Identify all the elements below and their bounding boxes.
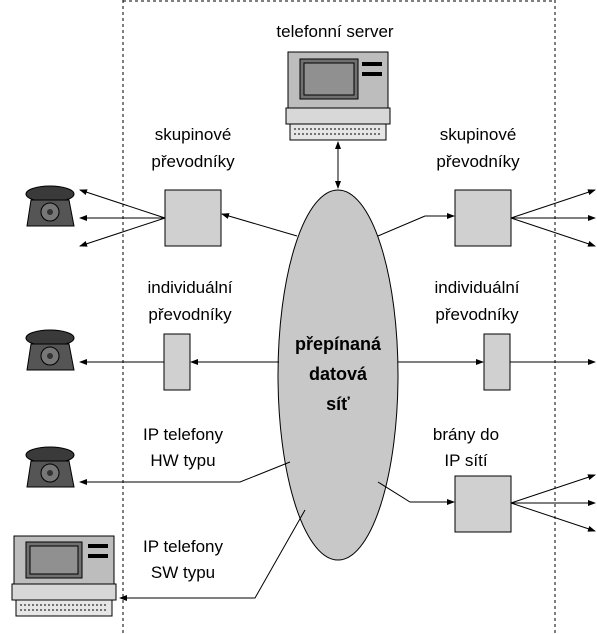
network-label-line1: přepínaná (295, 334, 382, 354)
phone-icon (25, 329, 75, 371)
ip-sw-label-line2: SW typu (151, 563, 215, 582)
indiv-left-label-line1: individuální (147, 278, 232, 297)
network-label-line2: datová (309, 364, 368, 384)
link-net-to-ip-hw (79, 461, 291, 485)
fanout-gateway (510, 474, 596, 532)
link-net-to-ip-sw (119, 509, 306, 601)
individual-converter-left (163, 333, 191, 391)
network-label-line3: síť (326, 394, 350, 414)
computer-icon (11, 535, 117, 617)
fanout-right-group (510, 189, 596, 247)
ip-hw-label-line2: HW typu (150, 451, 215, 470)
group-converter-right (454, 189, 512, 247)
indiv-right-label-line2: převodníky (435, 305, 519, 324)
link-net-to-gateway (377, 481, 455, 505)
link-net-to-group-left (221, 213, 298, 237)
group-left-label-line2: převodníky (151, 152, 235, 171)
server-label: telefonní server (276, 22, 394, 41)
group-converter-left (164, 189, 222, 247)
group-right-label-line1: skupinové (440, 125, 517, 144)
individual-converter-right (483, 333, 511, 391)
link-net-to-group-right-a (377, 215, 426, 237)
gateway-label-line2: IP sítí (444, 451, 487, 470)
fanout-left-group (79, 189, 166, 247)
group-left-label-line1: skupinové (155, 125, 232, 144)
switched-data-network (277, 189, 399, 561)
ip-sw-label-line1: IP telefony (143, 537, 224, 556)
indiv-left-label-line2: převodníky (148, 305, 232, 324)
phone-icon (25, 446, 75, 488)
phone-icon (25, 185, 75, 227)
computer-icon (285, 51, 391, 141)
group-right-label-line2: převodníky (436, 152, 520, 171)
indiv-right-label-line1: individuální (434, 278, 519, 297)
gateway-label-line1: brány do (433, 425, 499, 444)
dashed-boundary (122, 0, 556, 634)
gateway-box (454, 475, 512, 533)
ip-hw-label-line1: IP telefony (143, 425, 224, 444)
